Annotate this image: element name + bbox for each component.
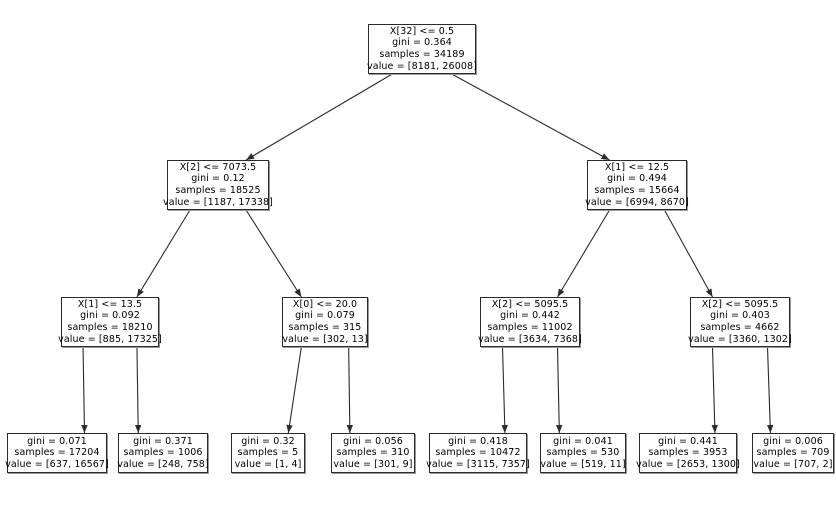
node-text-line: value = [301, 9]	[333, 458, 413, 470]
tree-edge-arrowhead	[766, 424, 774, 433]
tree-edge	[766, 346, 771, 434]
tree-edge-arrowhead	[705, 288, 713, 297]
tree-edge	[451, 73, 610, 161]
node-text-line: samples = 4662	[700, 322, 780, 333]
tree-edge	[82, 346, 86, 434]
tree-edge	[287, 346, 302, 434]
tree-edge	[348, 346, 351, 434]
node-text-line: gini = 0.364	[392, 37, 452, 49]
node-text-line: value = [3115, 7357]	[426, 458, 530, 470]
node-text-line: value = [3634, 7368]	[478, 333, 582, 345]
node-text-line: X[2] <= 7073.5	[179, 161, 257, 173]
tree-edge	[664, 209, 713, 298]
node-text-line: gini = 0.041	[553, 435, 613, 447]
node-text-line: gini = 0.006	[763, 435, 823, 447]
node-text-line: gini = 0.071	[27, 435, 87, 447]
node-text-line: samples = 18210	[67, 322, 153, 333]
tree-edge-arrowhead	[501, 424, 508, 433]
node-text-line: samples = 10472	[435, 447, 521, 459]
node-text-line: value = [3360, 1302]	[688, 333, 792, 345]
node-text-line: samples = 3953	[648, 447, 728, 459]
node-text-line: samples = 17204	[14, 447, 100, 459]
node-text-line: samples = 34189	[379, 49, 465, 60]
node-text-line: gini = 0.403	[710, 310, 770, 322]
node-text-line: gini = 0.494	[607, 173, 667, 185]
tree-edge-arrowhead	[600, 153, 610, 160]
tree-edge-arrowhead	[246, 153, 255, 160]
node-text-line: value = [8181, 26008]	[367, 60, 477, 72]
node-text-line: value = [1, 4]	[234, 458, 302, 470]
node-text-line: value = [248, 758]	[117, 458, 209, 470]
node-text-line: gini = 0.32	[241, 435, 295, 447]
tree-edge-arrowhead	[294, 288, 302, 297]
tree-edge-arrowhead	[346, 424, 353, 433]
node-text-line: X[1] <= 13.5	[77, 298, 143, 310]
node-text-line: value = [6994, 8670]	[585, 196, 689, 208]
node-text-line: gini = 0.092	[80, 310, 140, 322]
node-text-line: samples = 310	[336, 447, 410, 459]
node-text-line: value = [707, 2]	[753, 458, 833, 470]
node-text-line: samples = 18525	[175, 185, 261, 196]
tree-edge	[711, 346, 716, 434]
tree-edge-arrowhead	[555, 424, 563, 433]
node-text-line: samples = 11002	[487, 322, 573, 333]
tree-edge	[501, 346, 506, 434]
node-text-line: gini = 0.442	[500, 310, 560, 322]
tree-edge-arrowhead	[136, 288, 144, 297]
node-text-line: X[2] <= 5095.5	[701, 298, 779, 310]
node-text-line: X[0] <= 20.0	[292, 298, 358, 310]
node-text-line: gini = 0.371	[133, 435, 193, 447]
node-text-line: samples = 709	[756, 447, 830, 459]
tree-edge	[557, 209, 610, 298]
node-text-line: value = [2653, 1300]	[636, 458, 740, 470]
tree-edge-arrowhead	[557, 288, 565, 297]
tree-edge	[245, 209, 302, 298]
node-text-line: value = [519, 11]	[540, 458, 626, 470]
node-text-line: gini = 0.056	[343, 435, 403, 447]
node-text-line: samples = 315	[288, 322, 362, 333]
tree-edge	[136, 209, 191, 298]
node-text-line: gini = 0.441	[658, 435, 718, 447]
node-text-line: samples = 5	[237, 447, 299, 459]
node-text-line: value = [302, 13]	[282, 333, 368, 345]
node-text-line: X[1] <= 12.5	[604, 161, 670, 173]
tree-edge	[136, 346, 139, 434]
node-text-line: gini = 0.418	[448, 435, 508, 447]
tree-edge-arrowhead	[81, 424, 88, 433]
node-text-line: X[32] <= 0.5	[389, 25, 455, 37]
tree-edge-arrowhead	[286, 424, 293, 433]
tree-edge	[245, 73, 393, 161]
node-text-line: value = [1187, 17338]	[163, 196, 273, 208]
node-text-line: samples = 15664	[594, 185, 680, 196]
node-text-line: value = [637, 16567]	[5, 458, 109, 470]
tree-edge	[556, 346, 560, 434]
tree-edge-arrowhead	[134, 424, 142, 433]
tree-edge-arrowhead	[711, 424, 718, 433]
node-text-line: value = [885, 17325]	[58, 333, 162, 345]
node-text-line: samples = 1006	[123, 447, 203, 459]
node-text-line: samples = 530	[546, 447, 620, 459]
node-text-line: gini = 0.079	[295, 310, 355, 322]
node-text-line: gini = 0.12	[191, 173, 245, 185]
node-text-line: X[2] <= 5095.5	[491, 298, 569, 310]
